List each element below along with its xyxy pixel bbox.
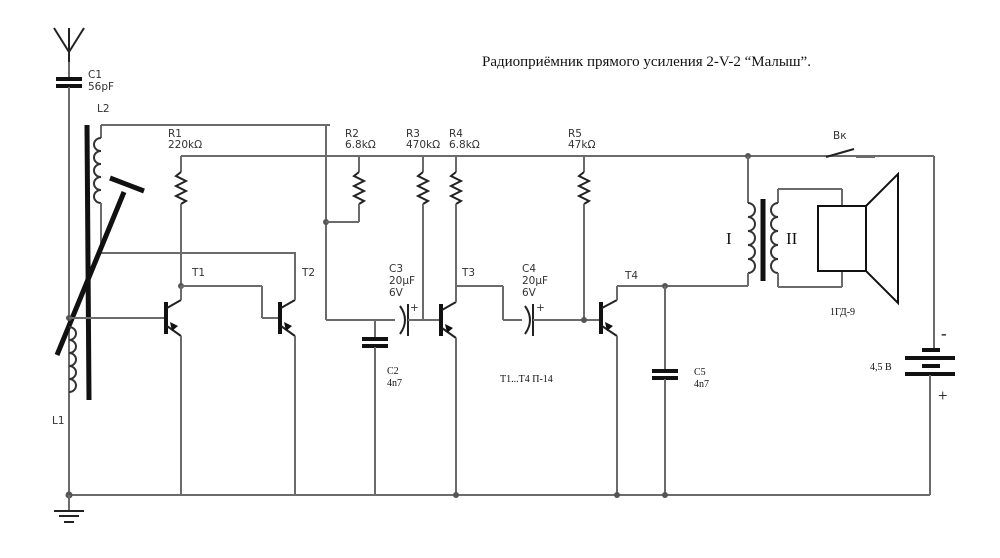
- c3-polarity: +: [410, 302, 419, 314]
- switch-label: Вк: [833, 130, 847, 142]
- transistor-t2: [278, 253, 296, 495]
- r3-label: R3: [406, 128, 420, 140]
- resistor-r5: [576, 156, 592, 320]
- resistor-r1: [173, 156, 189, 286]
- r2-value: 6.8kΩ: [345, 139, 376, 151]
- capacitor-c2: [362, 320, 388, 495]
- r4-label: R4: [449, 128, 463, 140]
- c1-value: 56pF: [88, 81, 114, 93]
- c3-value: 20µF: [389, 275, 415, 287]
- speaker-label: 1ГД-9: [830, 307, 855, 318]
- c5-label: C5: [694, 367, 706, 378]
- ferrite-rod: [84, 124, 92, 401]
- t1-label: T1: [191, 267, 205, 279]
- resistor-r4: [448, 156, 464, 286]
- c3-voltage: 6V: [389, 287, 404, 299]
- c2-label: C2: [387, 366, 399, 377]
- resistor-r2: [326, 156, 367, 223]
- r1-value: 220kΩ: [168, 139, 202, 151]
- t4-label: T4: [624, 270, 638, 282]
- t3-label: T3: [461, 267, 475, 279]
- r2-label: R2: [345, 128, 359, 140]
- c4-polarity: +: [536, 302, 545, 314]
- r5-label: R5: [568, 128, 582, 140]
- resistor-r3: [415, 156, 431, 320]
- output-transformer: [747, 156, 843, 288]
- r5-value: 47kΩ: [568, 139, 595, 151]
- coil-l2: [93, 124, 330, 254]
- c4-voltage: 6V: [522, 287, 537, 299]
- capacitor-c1: [56, 62, 82, 495]
- c1-label: C1: [88, 69, 102, 81]
- l1-label: L1: [52, 415, 65, 427]
- c2-value: 4n7: [387, 378, 402, 389]
- battery-plus: +: [938, 386, 948, 405]
- speaker-icon: [817, 171, 899, 306]
- primary-winding-label: I: [726, 229, 732, 248]
- transistor-t1: [164, 286, 182, 495]
- l2-label: L2: [97, 103, 110, 115]
- battery-icon: [905, 348, 955, 495]
- t2-label: T2: [301, 267, 315, 279]
- transistor-t3: [439, 286, 457, 495]
- battery-voltage: 4,5 В: [870, 362, 892, 373]
- capacitor-c5: [652, 286, 678, 495]
- schematic-title: Радиоприёмник прямого усиления 2-V-2 “Ма…: [482, 54, 811, 70]
- secondary-winding-label: II: [786, 229, 798, 248]
- transistor-t4: [599, 286, 618, 495]
- r1-label: R1: [168, 128, 182, 140]
- ground-icon: [54, 495, 84, 523]
- tuning-capacitor: [54, 175, 145, 356]
- power-switch: [825, 148, 875, 158]
- c5-value: 4n7: [694, 379, 709, 390]
- capacitor-c4: [524, 304, 599, 336]
- c4-label: C4: [522, 263, 536, 275]
- capacitor-c3: [399, 304, 440, 336]
- transistor-type-note: T1...T4 П-14: [500, 374, 553, 385]
- battery-minus: -: [941, 324, 947, 343]
- c4-value: 20µF: [522, 275, 548, 287]
- r4-value: 6.8kΩ: [449, 139, 480, 151]
- r3-value: 470kΩ: [406, 139, 440, 151]
- c3-label: C3: [389, 263, 403, 275]
- antenna-icon: [53, 27, 85, 62]
